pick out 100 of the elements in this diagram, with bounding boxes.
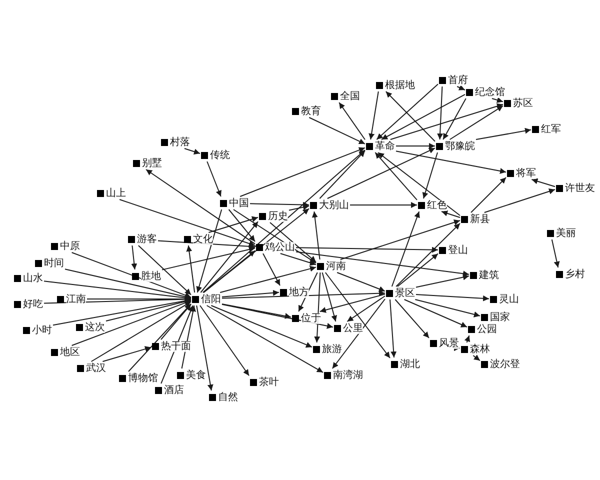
- arrow: [222, 290, 280, 298]
- node-label: 好吃: [23, 298, 43, 310]
- arrow: [346, 296, 386, 322]
- node-label: 森林: [470, 344, 490, 354]
- arrow: [138, 245, 192, 296]
- node-label: 波尔登: [490, 358, 520, 370]
- node-label: 茶叶: [259, 376, 279, 388]
- arrow: [454, 346, 460, 351]
- node-label: 时间: [44, 258, 64, 268]
- arrow: [476, 128, 532, 140]
- node-label: 湖北: [400, 358, 420, 370]
- node-label: 新县: [470, 214, 490, 224]
- arrow: [441, 210, 460, 218]
- arrow: [296, 251, 470, 277]
- arrow: [336, 272, 386, 292]
- arrow: [71, 252, 192, 298]
- node-label: 地方: [289, 286, 309, 298]
- node-label: 美食: [186, 370, 206, 380]
- arrow: [208, 216, 258, 233]
- node-label: 别墅: [142, 158, 162, 168]
- node-label: 建筑: [479, 270, 499, 280]
- node-label: 登山: [448, 244, 468, 256]
- arrow: [160, 304, 192, 340]
- arrow: [146, 169, 256, 244]
- arrow: [416, 294, 490, 302]
- node-label: 红军: [541, 124, 561, 134]
- node-label: 游客: [137, 234, 157, 244]
- arrow: [233, 209, 316, 264]
- arrow: [298, 272, 318, 312]
- arrow: [200, 221, 258, 293]
- arrow: [196, 305, 214, 391]
- node-label: 旅游: [322, 344, 342, 354]
- node-label: 山上: [106, 188, 126, 198]
- node-label: 全国: [340, 90, 360, 102]
- node-label: 纪念馆: [475, 86, 505, 98]
- arrow: [394, 299, 430, 338]
- node-label: 乡村: [565, 268, 585, 280]
- node-label: 文化: [193, 234, 213, 244]
- arrow: [456, 84, 466, 90]
- arrow: [222, 304, 292, 319]
- arrow: [551, 239, 560, 268]
- arrow: [202, 150, 366, 293]
- arrow: [531, 178, 556, 188]
- arrow: [472, 354, 480, 362]
- arrow: [119, 199, 256, 246]
- node-label: 鸡公山: [265, 242, 295, 252]
- arrow: [396, 222, 460, 287]
- node-label: 公里: [343, 322, 363, 334]
- arrow: [391, 211, 420, 287]
- node-label: 教育: [301, 106, 321, 116]
- arrow: [314, 272, 321, 343]
- node-label: 自然: [218, 392, 238, 402]
- arrow: [449, 105, 504, 140]
- node-label: 传统: [210, 150, 230, 160]
- arrow: [390, 103, 504, 140]
- arrow: [52, 298, 192, 326]
- arrow: [319, 150, 366, 199]
- node-label: 村落: [170, 136, 190, 148]
- arrow: [128, 303, 192, 372]
- node-label: 南湾湖: [333, 370, 363, 380]
- arrow: [228, 209, 256, 242]
- arrow: [350, 202, 418, 208]
- arrow: [280, 253, 316, 266]
- arrow: [422, 152, 438, 199]
- node-label: 武汉: [86, 362, 106, 374]
- node-label: 中原: [60, 240, 80, 252]
- arrow: [220, 266, 316, 293]
- node-label: 信阳: [201, 294, 221, 304]
- arrow: [210, 305, 312, 348]
- node-label: 热干面: [161, 340, 191, 352]
- node-label: 根据地: [385, 80, 415, 90]
- node-label: 酒店: [164, 384, 184, 396]
- arrow: [338, 102, 366, 140]
- node-label: 博物馆: [128, 372, 158, 384]
- arrow: [437, 86, 444, 140]
- arrow: [186, 245, 196, 293]
- arrow: [106, 298, 192, 322]
- arrow: [464, 335, 470, 343]
- arrow: [319, 294, 386, 313]
- arrow: [376, 84, 438, 140]
- arrow: [44, 280, 192, 301]
- arrow: [158, 240, 256, 250]
- arrow: [288, 204, 310, 211]
- arrow: [203, 208, 310, 293]
- arrow: [131, 245, 138, 270]
- arrow: [396, 143, 436, 149]
- arrow: [492, 97, 504, 103]
- arrow: [324, 272, 390, 358]
- node-label: 中国: [229, 198, 249, 208]
- arrow: [196, 209, 222, 293]
- node-label: 江南: [66, 294, 86, 304]
- arrow: [368, 91, 379, 140]
- arrow: [404, 299, 468, 328]
- node-label: 山水: [23, 272, 43, 284]
- node-label: 美丽: [556, 228, 576, 238]
- arrow: [326, 148, 436, 199]
- arrow: [206, 305, 324, 373]
- node-label: 景区: [395, 288, 415, 298]
- arrow: [250, 202, 310, 208]
- node-label: 位于: [301, 312, 321, 324]
